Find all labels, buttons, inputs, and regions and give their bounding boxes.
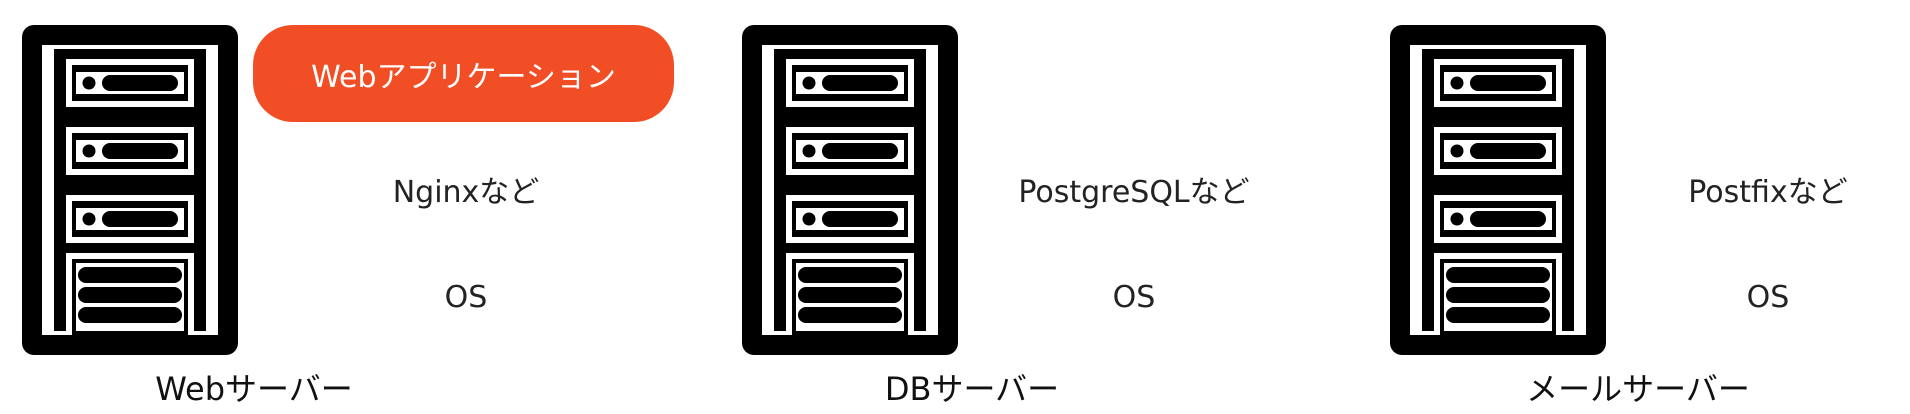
server-rack-icon: [742, 25, 958, 355]
middleware-label: PostgreSQLなど: [1018, 175, 1250, 210]
os-label: OS: [444, 280, 488, 315]
server-caption: メールサーバー: [1526, 370, 1750, 408]
middleware-label: Nginxなど: [392, 175, 540, 210]
web-application-badge: Webアプリケーション: [253, 25, 674, 122]
os-label: OS: [1112, 280, 1156, 315]
server-rack-icon: [22, 25, 238, 355]
server-rack-icon: [1390, 25, 1606, 355]
server-caption: Webサーバー: [155, 370, 353, 408]
os-label: OS: [1746, 280, 1790, 315]
middleware-label: Postfixなど: [1688, 175, 1848, 210]
server-caption: DBサーバー: [884, 370, 1060, 408]
